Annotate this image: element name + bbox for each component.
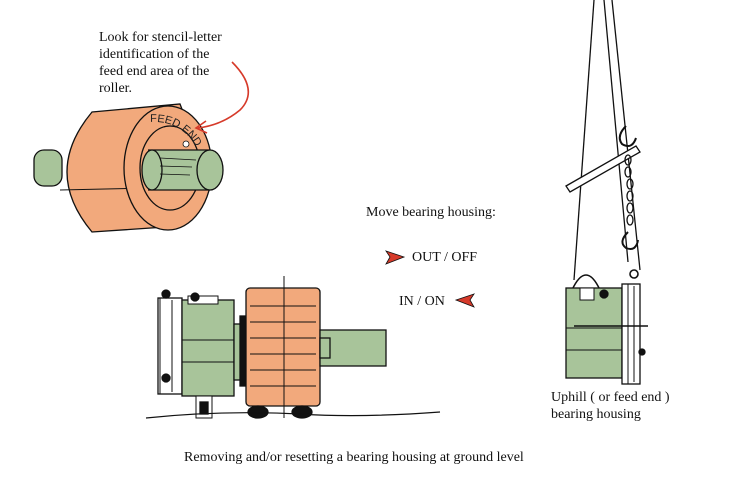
main-caption: Removing and/or resetting a bearing hous… <box>184 450 524 465</box>
callout-text: Look for stencil-letter identification o… <box>99 29 222 97</box>
out-arrow-icon <box>385 250 406 265</box>
hoisted-bearing-housing <box>565 0 648 385</box>
spreader-bar <box>565 145 641 193</box>
uphill-caption-line: Uphill ( or feed end ) <box>551 390 670 405</box>
uphill-caption-line: bearing housing <box>551 407 641 422</box>
callout-line: identification of the <box>99 47 210 62</box>
ground-line <box>145 411 441 419</box>
out-off-label: OUT / OFF <box>412 250 478 265</box>
bearing-housing <box>181 299 235 397</box>
bolt <box>161 289 171 299</box>
hoist-cable <box>573 0 595 281</box>
direction-title: Move bearing housing: <box>366 205 496 220</box>
in-on-label: IN / ON <box>399 294 445 309</box>
callout-arrow <box>194 61 250 134</box>
callout-line: roller. <box>99 81 133 96</box>
callout-line: feed end area of the <box>99 64 210 79</box>
uphill-housing-body <box>565 287 623 379</box>
roller-right-shaft <box>196 149 224 191</box>
ground-level-assembly <box>145 276 441 419</box>
roller-shaft <box>319 329 387 367</box>
in-arrow-icon <box>454 293 475 308</box>
direction-arrows <box>385 250 475 308</box>
uphill-caption: Uphill ( or feed end ) bearing housing <box>551 389 670 423</box>
uphill-side-frame <box>621 283 641 385</box>
feed-end-roller <box>33 103 224 233</box>
callout-line: Look for stencil-letter <box>99 30 222 45</box>
roller-left-shaft <box>33 149 63 187</box>
